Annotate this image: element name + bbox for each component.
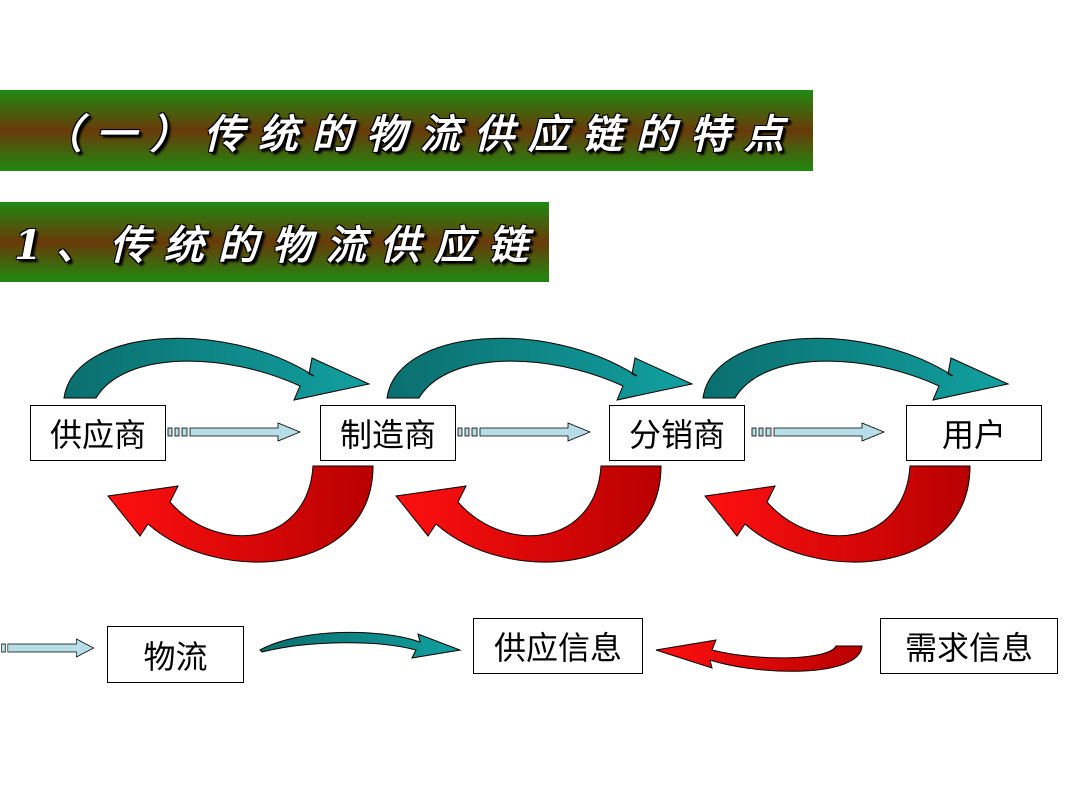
legend-supply-info: 供应信息 (473, 618, 643, 674)
material-flow-arrow (167, 422, 301, 442)
node-label: 供应商 (49, 416, 146, 454)
section-title: （一）传统的物流供应链的特点 (42, 110, 798, 158)
subsection-title-banner: 1、传统的物流供应链 (0, 202, 549, 282)
legend-label: 供应信息 (493, 629, 622, 667)
node-user: 用户 (906, 405, 1042, 461)
demand-info-arrow (704, 465, 971, 563)
supply-info-arrow (702, 337, 1009, 401)
material-flow-arrow (457, 422, 591, 442)
supply-info-arrow (386, 337, 693, 401)
node-distributor: 分销商 (609, 405, 745, 461)
legend-material-flow: 物流 (107, 626, 244, 683)
node-label: 制造商 (339, 416, 436, 454)
subsection-title: 1、传统的物流供应链 (14, 222, 542, 269)
node-manufacturer: 制造商 (320, 405, 456, 461)
supply-info-arrow (63, 337, 370, 401)
node-label: 用户 (941, 416, 1006, 454)
legend-supply-arrow (259, 631, 462, 659)
demand-info-arrow (107, 465, 374, 563)
material-flow-arrow (751, 422, 885, 442)
demand-info-arrow (395, 465, 662, 563)
legend-label: 物流 (143, 637, 208, 676)
legend-flow-arrow (0, 638, 94, 658)
node-supplier: 供应商 (30, 405, 166, 461)
legend-label: 需求信息 (904, 629, 1033, 667)
section-title-banner: （一）传统的物流供应链的特点 (0, 90, 813, 171)
legend-demand-info: 需求信息 (880, 618, 1058, 674)
legend-demand-arrow (655, 639, 863, 672)
node-label: 分销商 (628, 416, 725, 454)
